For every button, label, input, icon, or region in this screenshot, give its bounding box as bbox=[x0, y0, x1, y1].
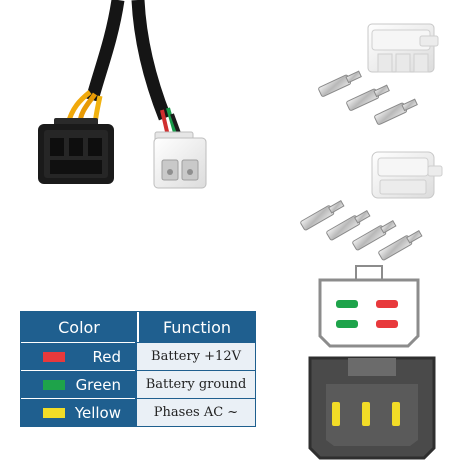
legend-header-color: Color bbox=[21, 312, 139, 342]
legend-row-red: Red Battery +12V bbox=[21, 342, 255, 370]
red-pin-top bbox=[376, 300, 398, 308]
color-function-legend: Color Function Red Battery +12V Green Ba… bbox=[20, 311, 256, 427]
white-housing-3pin bbox=[367, 23, 439, 73]
legend-color-name: Green bbox=[75, 375, 121, 394]
black-connector bbox=[38, 118, 114, 184]
legend-header: Color Function bbox=[21, 312, 255, 342]
yellow-pin-3 bbox=[392, 402, 400, 426]
legend-function: Phases AC ~ bbox=[135, 398, 255, 426]
diagram-3pin-face bbox=[308, 356, 436, 460]
black-sheath-right bbox=[131, 0, 172, 121]
legend-function: Battery +12V bbox=[135, 342, 255, 370]
green-pin-top bbox=[336, 300, 358, 308]
yellow-pin-2 bbox=[362, 402, 370, 426]
yellow-swatch bbox=[43, 408, 65, 418]
legend-row-green: Green Battery ground bbox=[21, 370, 255, 398]
black-sheath-left bbox=[85, 0, 125, 102]
yellow-pin-1 bbox=[332, 402, 340, 426]
red-swatch bbox=[43, 352, 65, 362]
legend-color-name: Yellow bbox=[74, 403, 121, 422]
legend-color-name: Red bbox=[92, 347, 122, 366]
green-wire bbox=[166, 107, 178, 137]
diagram-4pin-face bbox=[318, 265, 420, 348]
wire-harness bbox=[65, 0, 182, 137]
white-connector bbox=[153, 131, 207, 189]
terminals-3 bbox=[318, 70, 418, 125]
red-pin-bottom bbox=[376, 320, 398, 328]
green-pin-bottom bbox=[336, 320, 358, 328]
legend-row-yellow: Yellow Phases AC ~ bbox=[21, 398, 255, 426]
legend-function: Battery ground bbox=[135, 370, 255, 398]
legend-header-function: Function bbox=[162, 317, 232, 337]
white-housing-4pin bbox=[371, 151, 443, 199]
green-swatch bbox=[43, 380, 65, 390]
terminals-4 bbox=[300, 200, 423, 261]
